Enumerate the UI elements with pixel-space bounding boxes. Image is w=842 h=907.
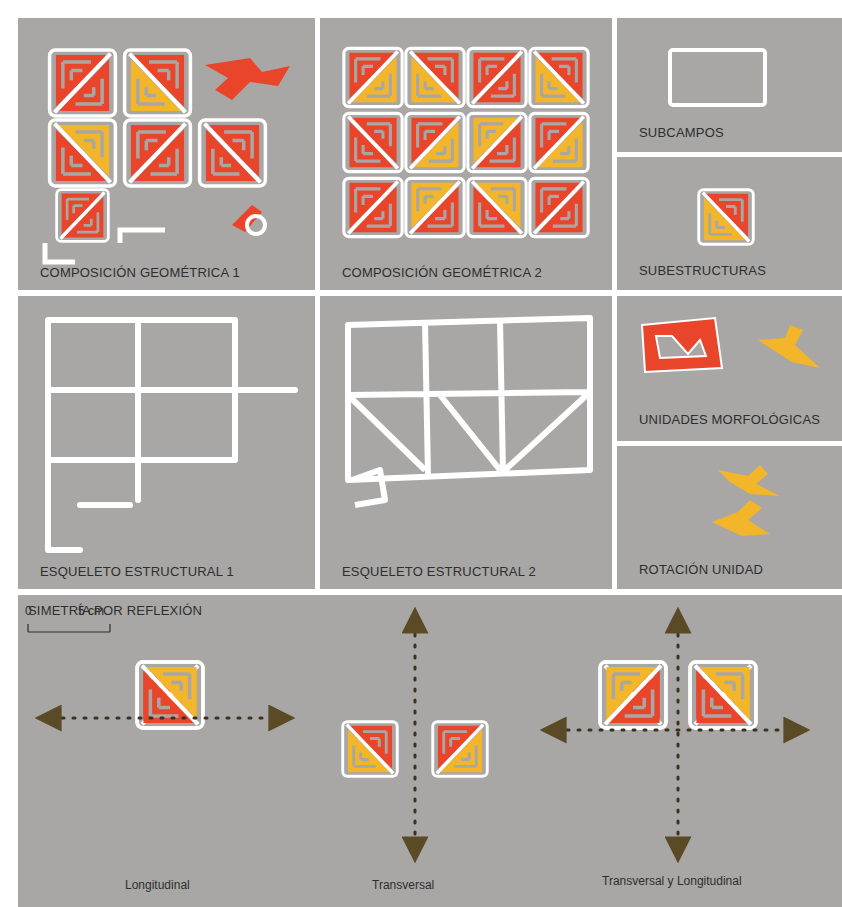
panel-caption: SIMETRÍA POR REFLEXIÓN [28,603,202,618]
scale-label: 0 [25,604,32,618]
figure-panel: SUBCAMPOS [617,18,842,152]
panel-caption: ESQUELETO ESTRUCTURAL 2 [342,564,536,579]
scale-label: 5 cm [78,604,104,618]
figure-panel: ESQUELETO ESTRUCTURAL 1 [18,296,315,589]
panel-caption: SUBCAMPOS [639,125,724,140]
symmetry-label: Transversal y Longitudinal [602,874,742,888]
figure-panel: ROTACIÓN UNIDAD [617,446,842,589]
symmetry-label: Transversal [372,878,434,892]
panel-caption: SUBESTRUCTURAS [639,263,766,278]
figure-panel: COMPOSICIÓN GEOMÉTRICA 2 [320,18,612,290]
figure-panel: UNIDADES MORFOLÓGICAS [617,296,842,441]
figure-panel: SUBESTRUCTURAS [617,157,842,290]
panel-caption: ESQUELETO ESTRUCTURAL 1 [40,564,234,579]
panel-caption: COMPOSICIÓN GEOMÉTRICA 1 [40,265,240,280]
panel-caption: ROTACIÓN UNIDAD [639,562,763,577]
symmetry-label: Longitudinal [125,878,190,892]
figure-panel: ESQUELETO ESTRUCTURAL 2 [320,296,612,589]
figure-panel: COMPOSICIÓN GEOMÉTRICA 1 [18,18,315,290]
panel-caption: COMPOSICIÓN GEOMÉTRICA 2 [342,265,542,280]
panel-caption: UNIDADES MORFOLÓGICAS [639,412,820,427]
symmetry-panel: SIMETRÍA POR REFLEXIÓN [18,595,842,907]
